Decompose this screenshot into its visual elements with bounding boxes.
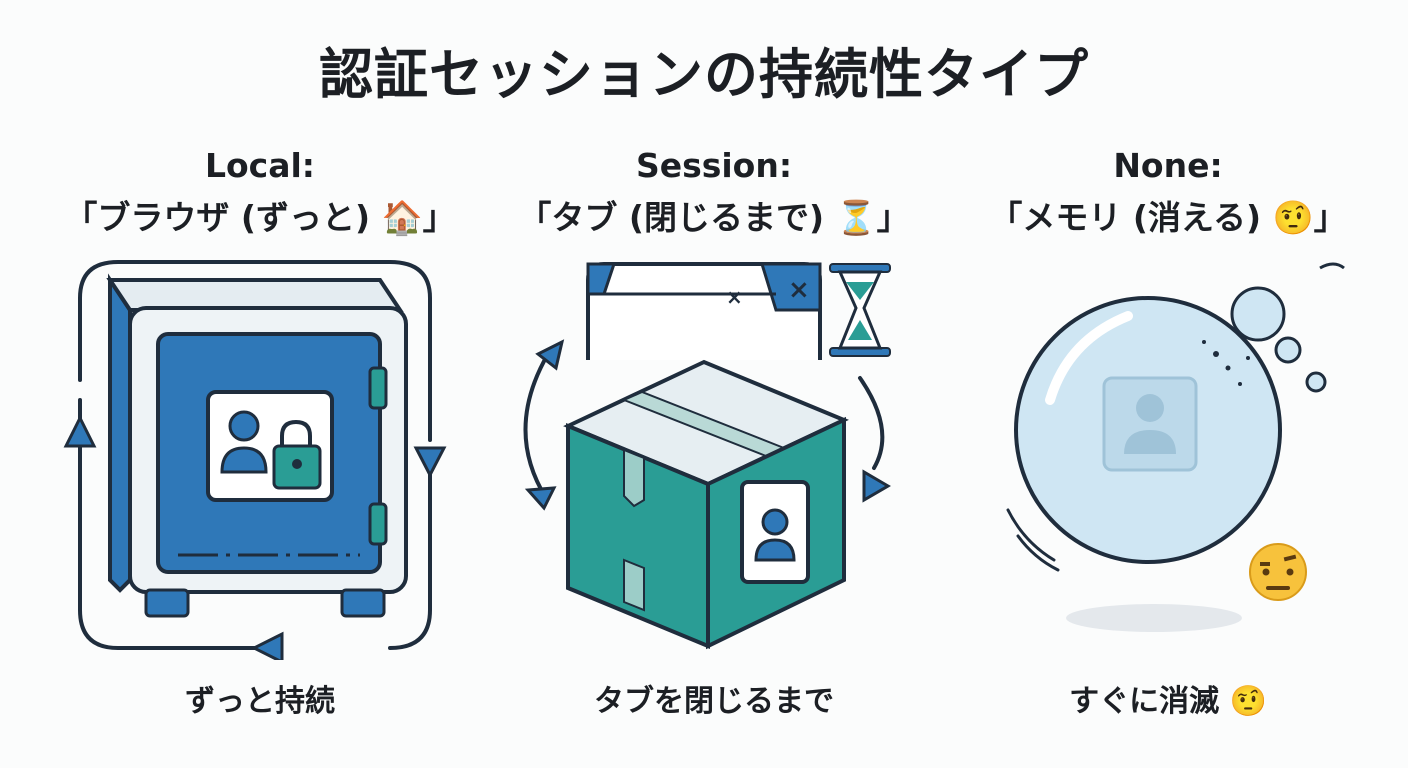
column-local-header: Local: 「ブラウザ (ずっと) 🏠」 [50, 140, 470, 244]
raised-eyebrow-emoji [1249, 543, 1307, 601]
hourglass-icon [829, 263, 891, 357]
column-local-caption: ずっと持続 [185, 684, 335, 719]
cycle-arrows-icon [523, 352, 885, 500]
arrow-down-icon [413, 446, 447, 479]
column-session-subtitle: 「タブ (閉じるまで) ⏳」 [518, 198, 910, 237]
column-session-name: Session: [635, 146, 793, 185]
arrow-down-icon [524, 486, 557, 511]
column-session: Session: 「タブ (閉じるまで) ⏳」 × × [504, 0, 924, 768]
arrow-up-icon [63, 414, 97, 448]
box-illustration: × × [523, 262, 891, 650]
bubble-icon [1006, 262, 1345, 572]
box-icon [563, 359, 849, 650]
column-session-header: Session: 「タブ (閉じるまで) ⏳」 [504, 140, 924, 244]
user-lock-icon [206, 390, 334, 502]
arrow-right-icon [862, 469, 891, 503]
column-none-header: None: 「メモリ (消える) 🤨」 [958, 140, 1378, 244]
column-none-name: None: [1113, 146, 1223, 185]
column-local-name: Local: [204, 146, 316, 185]
bubble-shadow [1066, 604, 1242, 632]
cycle-arrows-icon [78, 260, 432, 650]
bubble-illustration [1006, 262, 1345, 632]
arrow-up-icon [535, 339, 565, 371]
column-local: Local: 「ブラウザ (ずっと) 🏠」 [50, 0, 470, 768]
column-none-subtitle: 「メモリ (消える) 🤨」 [989, 198, 1347, 237]
close-icon: × [726, 285, 743, 309]
column-none: None: 「メモリ (消える) 🤨」 [958, 0, 1378, 768]
column-none-caption: すぐに消滅 🤨 [1069, 684, 1267, 719]
column-local-subtitle: 「ブラウザ (ずっと) 🏠」 [64, 198, 456, 237]
browser-window-icon: × × [586, 262, 822, 360]
arrow-left-icon [250, 631, 284, 660]
close-icon: × [788, 275, 810, 305]
safe-illustration [63, 260, 447, 660]
page-title: 認証セッションの持続性タイプ [319, 43, 1089, 106]
column-session-caption: タブを閉じるまで [594, 684, 834, 719]
